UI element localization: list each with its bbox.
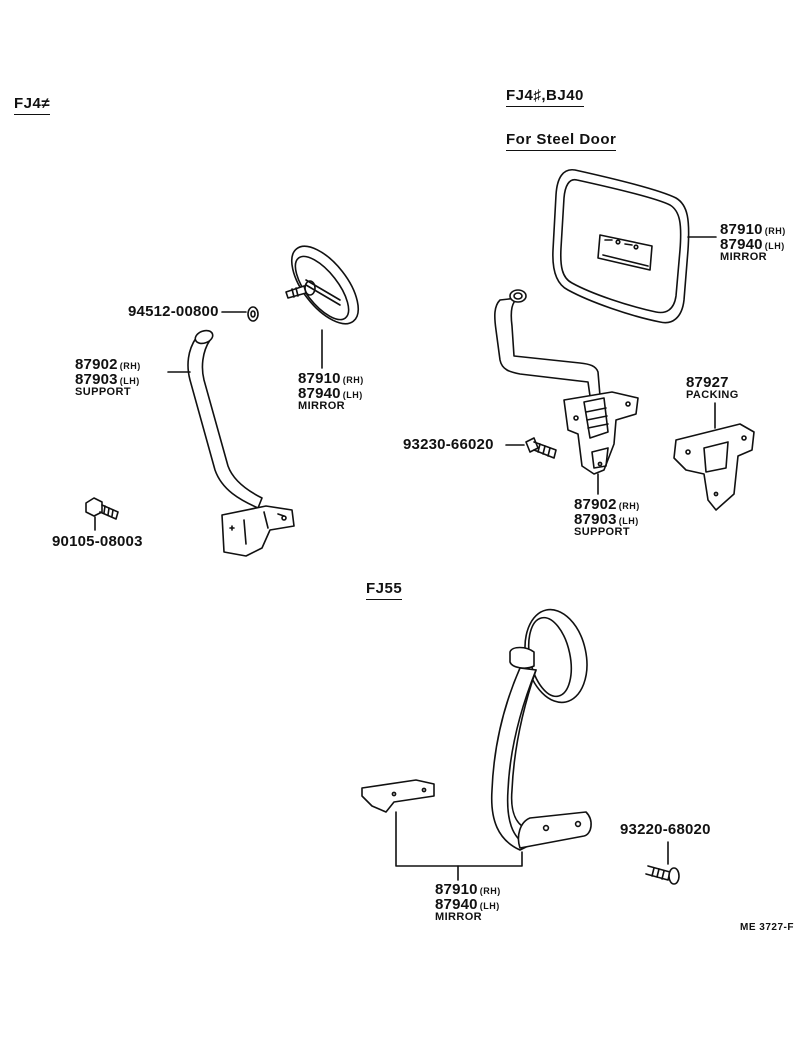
part-number: 87940: [435, 896, 478, 913]
part-name: MIRROR: [720, 251, 768, 263]
part-number: 87903: [574, 511, 617, 528]
part-name: SUPPORT: [574, 526, 630, 538]
section-label-fj4: FJ4≠: [14, 96, 51, 115]
section-label-fj55: FJ55: [366, 581, 403, 600]
round-mirror-left: [285, 245, 360, 325]
part-number: 87910: [720, 221, 763, 238]
callout-support-left: 87902(RH) 87903(LH) SUPPORT: [75, 357, 141, 398]
side-label: (LH): [479, 901, 500, 911]
side-label: (RH): [119, 361, 141, 371]
part-name: PACKING: [686, 389, 739, 401]
part-number: 87902: [574, 496, 617, 513]
side-label: (LH): [119, 376, 140, 386]
part-number: 87903: [75, 371, 118, 388]
section-label-fj4-bj40: FJ4♯,BJ40: [506, 88, 584, 107]
side-label: (RH): [764, 226, 786, 236]
side-label: (RH): [479, 886, 501, 896]
part-number: 87902: [75, 356, 118, 373]
diagram-code: ME 3727-F: [740, 922, 794, 933]
callout-support-right: 87902(RH) 87903(LH) SUPPORT: [574, 497, 640, 538]
part-number-washer: 94512-00800: [128, 303, 219, 320]
part-number: 87940: [720, 236, 763, 253]
screw-icon-fj55: [645, 865, 680, 885]
part-name: SUPPORT: [75, 386, 131, 398]
side-label: (RH): [342, 375, 364, 385]
bracket-fj55: [361, 779, 435, 813]
packing-right: [673, 423, 755, 511]
bolt-icon-left: [85, 497, 119, 520]
part-number: 87910: [298, 370, 341, 387]
side-label: (LH): [342, 390, 363, 400]
fj55-mirror: [490, 608, 592, 851]
part-number: 87910: [435, 881, 478, 898]
callout-packing: 87927 PACKING: [686, 375, 739, 401]
rect-mirror-right: [552, 169, 690, 324]
part-number-bolt-left: 90105-08003: [52, 533, 143, 550]
callout-mirror-fj55: 87910(RH) 87940(LH) MIRROR: [435, 882, 501, 923]
support-left: [187, 329, 295, 557]
part-name: MIRROR: [435, 911, 483, 923]
side-label: (LH): [764, 241, 785, 251]
callout-mirror-right: 87910(RH) 87940(LH) MIRROR: [720, 222, 786, 263]
washer-icon: [247, 306, 259, 322]
side-label: (LH): [618, 516, 639, 526]
callout-mirror-left: 87910(RH) 87940(LH) MIRROR: [298, 371, 364, 412]
part-number-screw-right: 93230-66020: [403, 436, 494, 453]
part-number-screw-fj55: 93220-68020: [620, 821, 711, 838]
support-right: [494, 289, 639, 475]
part-name: MIRROR: [298, 400, 346, 412]
part-number: 87927: [686, 374, 729, 391]
section-label-steel-door: For Steel Door: [506, 132, 617, 151]
screw-icon-right: [525, 437, 557, 459]
part-number: 87940: [298, 385, 341, 402]
side-label: (RH): [618, 501, 640, 511]
